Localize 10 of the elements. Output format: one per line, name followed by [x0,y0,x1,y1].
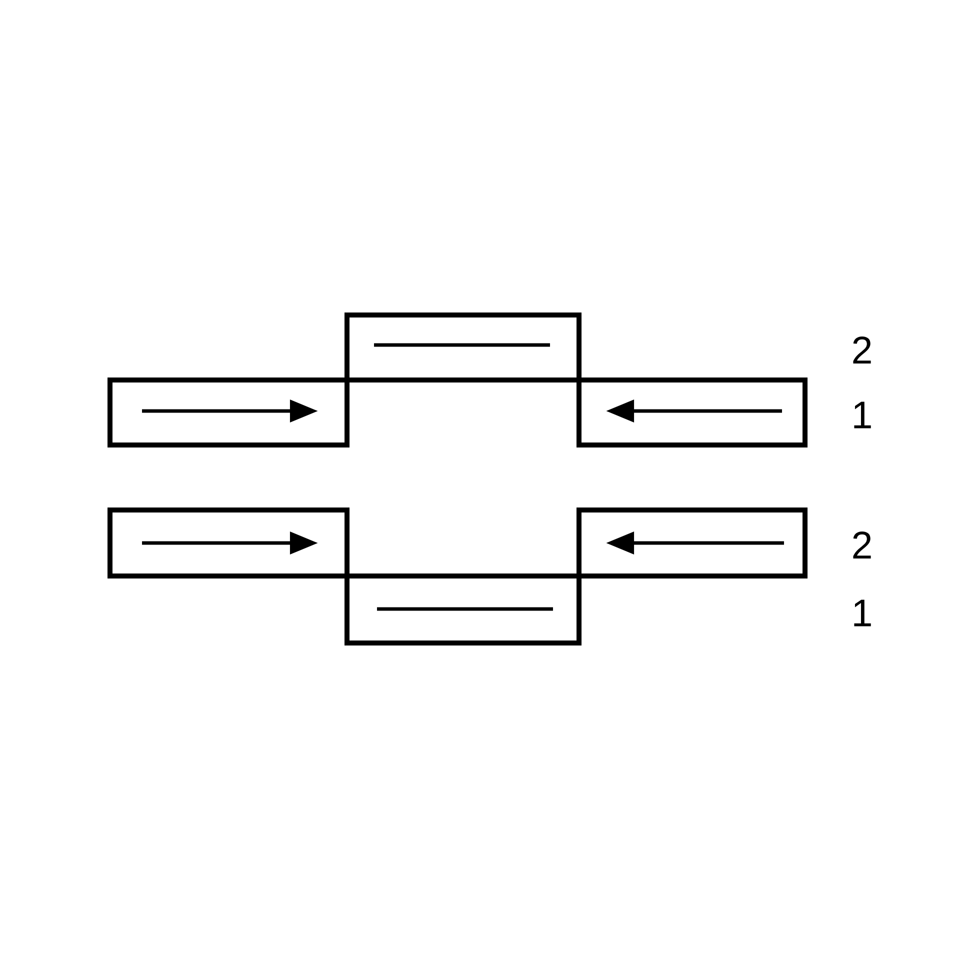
box [344,574,582,646]
box [344,312,582,382]
row-number: 2 [853,336,871,364]
row-number: 1 [854,600,871,626]
row-number: 2 [853,532,871,558]
row-number: 1 [854,402,871,428]
box [576,508,808,578]
box [108,508,350,578]
box [108,378,350,448]
box [576,378,808,448]
